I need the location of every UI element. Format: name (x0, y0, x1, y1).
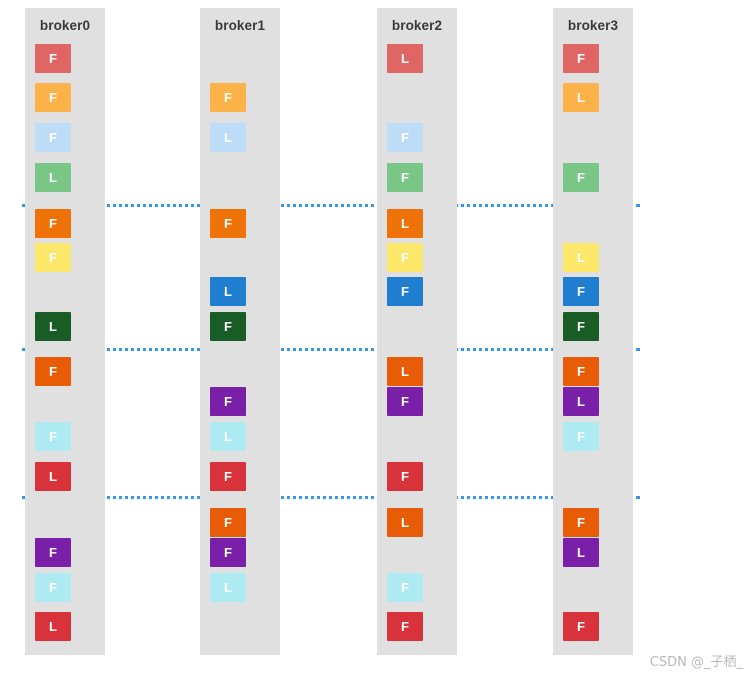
replica-cell-follower: F (563, 357, 599, 386)
replica-cell-follower: F (210, 538, 246, 567)
replica-cell-follower: F (387, 277, 423, 306)
replica-cell-follower: F (210, 508, 246, 537)
replica-cell-follower: F (563, 44, 599, 73)
replica-cell-follower: F (387, 612, 423, 641)
replica-cell-leader: L (387, 209, 423, 238)
broker-label-0: broker0 (39, 18, 91, 33)
group-separator-1 (22, 348, 640, 351)
replica-cell-follower: F (387, 387, 423, 416)
replica-cell-follower: F (35, 422, 71, 451)
replica-cell-leader: L (35, 612, 71, 641)
replica-cell-leader: L (35, 312, 71, 341)
replica-cell-follower: F (35, 44, 71, 73)
replica-cell-leader: L (210, 277, 246, 306)
replica-cell-follower: F (210, 312, 246, 341)
group-separator-2 (22, 496, 640, 499)
replica-cell-leader: L (387, 508, 423, 537)
replica-cell-follower: F (35, 209, 71, 238)
replica-cell-leader: L (563, 538, 599, 567)
replica-cell-leader: L (387, 44, 423, 73)
broker-label-3: broker3 (567, 18, 619, 33)
replica-cell-follower: F (387, 462, 423, 491)
replica-cell-follower: F (563, 422, 599, 451)
broker-label-1: broker1 (214, 18, 266, 33)
replica-cell-leader: L (563, 387, 599, 416)
replica-cell-leader: L (35, 462, 71, 491)
replica-cell-follower: F (210, 83, 246, 112)
replica-cell-follower: F (35, 83, 71, 112)
replica-cell-follower: F (563, 612, 599, 641)
csdn-watermark: CSDN @_子栖_ (649, 655, 743, 670)
replica-cell-follower: F (387, 243, 423, 272)
broker-label-2: broker2 (391, 18, 443, 33)
replica-cell-leader: L (563, 83, 599, 112)
replica-cell-leader: L (210, 573, 246, 602)
group-separator-0 (22, 204, 640, 207)
replica-cell-follower: F (563, 277, 599, 306)
replica-cell-leader: L (210, 422, 246, 451)
replica-cell-follower: F (210, 462, 246, 491)
replica-cell-leader: L (563, 243, 599, 272)
replica-cell-follower: F (35, 573, 71, 602)
replica-cell-leader: L (387, 357, 423, 386)
replica-cell-follower: F (35, 538, 71, 567)
replica-cell-follower: F (210, 387, 246, 416)
replica-cell-follower: F (563, 163, 599, 192)
broker-column-2: broker2 (377, 8, 457, 655)
replica-cell-leader: L (35, 163, 71, 192)
replica-cell-follower: F (387, 163, 423, 192)
replica-cell-follower: F (35, 357, 71, 386)
replica-cell-follower: F (563, 508, 599, 537)
replica-cell-leader: L (210, 123, 246, 152)
replica-cell-follower: F (210, 209, 246, 238)
replica-cell-follower: F (563, 312, 599, 341)
replica-cell-follower: F (35, 123, 71, 152)
replica-cell-follower: F (35, 243, 71, 272)
replica-cell-follower: F (387, 573, 423, 602)
replica-cell-follower: F (387, 123, 423, 152)
